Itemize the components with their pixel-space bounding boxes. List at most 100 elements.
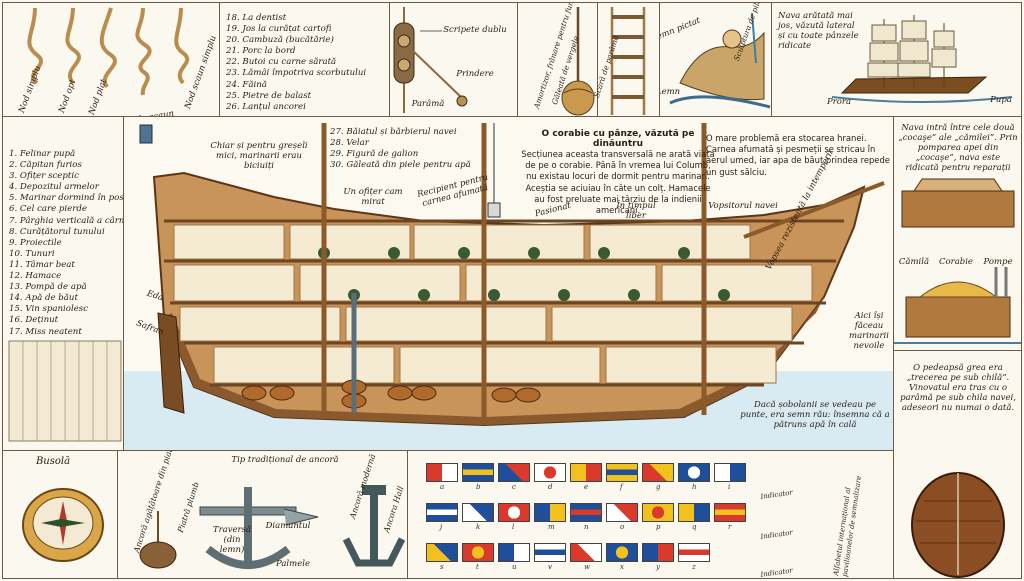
flags-label: Indicator xyxy=(760,566,794,579)
legend-item: 12. Hamace xyxy=(9,271,62,282)
ship-full-drawing xyxy=(831,15,1013,103)
legend-item: 17. Miss neatent xyxy=(9,326,82,337)
ship-label: Aici își făceau marinarii nevoile xyxy=(849,311,889,351)
caulk-caption: Nava intră între cele două „cocaşe” ale … xyxy=(898,123,1018,173)
legend-item: 1. Felinar pupă xyxy=(9,149,76,159)
signal-flag-letter: e xyxy=(584,483,589,491)
food-note: O mare problemă era stocarea hranei. Car… xyxy=(706,133,890,177)
legend-left: 1. Felinar pupă 2. Căpitan furios 3. Ofi… xyxy=(9,149,124,338)
signal-flag-g xyxy=(642,463,674,482)
anchors-drawing xyxy=(139,485,406,569)
legend-item: 22. Butoi cu carne sărată xyxy=(226,57,337,68)
signal-flag-j xyxy=(426,503,458,522)
caulk-label: Cămilă xyxy=(898,257,930,267)
legend-item: 5. Marinar dormind în post xyxy=(9,193,124,204)
signal-flag-letter: q xyxy=(692,523,697,531)
list-mid: 27. Băiatul și bărbierul navei 28. Velar… xyxy=(330,127,471,171)
signal-flag-m xyxy=(534,503,566,522)
legend-item: 24. Făină xyxy=(226,79,267,90)
legend-item: 10. Tunuri xyxy=(9,248,55,259)
intro-text: Secțiunea aceasta transversală ne arată … xyxy=(521,149,715,216)
signal-flag-p xyxy=(642,503,674,522)
signal-flag-w xyxy=(570,543,602,562)
legend-item: 18. La dentist xyxy=(226,13,287,23)
signal-flag-letter: d xyxy=(548,483,553,491)
compass-drawing xyxy=(22,488,104,562)
signal-flag-k xyxy=(462,503,494,522)
caulk-drawing xyxy=(894,178,1021,344)
figurehead-drawing xyxy=(669,12,771,109)
legend-item: 26. Lanțul ancorei xyxy=(226,101,306,112)
legend-item: 20. Cambuză (bucătărie) xyxy=(226,35,334,46)
pulley-drawing xyxy=(393,7,468,113)
signal-flag-letter: n xyxy=(584,523,589,531)
signal-flag-letter: k xyxy=(476,523,481,531)
signal-flag-letter: f xyxy=(620,483,623,491)
legend-item: 9. Proiectile xyxy=(9,237,62,248)
keelhaul-drawing xyxy=(911,472,1005,578)
signal-flag-n xyxy=(570,503,602,522)
legend-item: 2. Căpitan furios xyxy=(9,160,82,171)
ship-full-label: Pupa xyxy=(990,95,1012,105)
legend-item: 28. Velar xyxy=(330,138,369,149)
signal-flag-letter: j xyxy=(440,523,443,531)
legend-item: 23. Lămâi împotriva scorbutului xyxy=(226,68,367,79)
legend-item: 11. Tâmar beat xyxy=(9,259,75,270)
pulley-label: Scripete dublu xyxy=(443,25,507,35)
signal-flag-s xyxy=(426,543,458,562)
signal-flag-letter: z xyxy=(692,563,696,571)
intro-block: O corabie cu pânze, văzută pe dinăuntru … xyxy=(520,129,716,216)
legend-item: 13. Pompă de apă xyxy=(9,282,87,293)
signal-flag-x xyxy=(606,543,638,562)
pulley-label: Parâmă xyxy=(411,99,445,109)
signal-flag-letter: y xyxy=(656,563,660,571)
signal-flag-letter: w xyxy=(584,563,590,571)
signal-flag-letter: o xyxy=(620,523,625,531)
signal-flag-letter: u xyxy=(512,563,517,571)
pulley-label: Prindere xyxy=(456,69,494,79)
cross-section-panel: Chiar și pentru greșeli mici, marinarii … xyxy=(124,117,894,451)
legend-item: 29. Figură de galion xyxy=(330,149,419,160)
legend-item: 4. Depozitul armelor xyxy=(9,182,99,193)
figurehead-panel: Lemn pictat Lemn Sculptura de pilon xyxy=(660,2,772,117)
signal-flag-b xyxy=(462,463,494,482)
legend-item: 15. Vin spaniolesc xyxy=(9,304,89,315)
signal-flag-letter: m xyxy=(548,523,555,531)
ladder-panel xyxy=(598,2,660,117)
signal-flag-z xyxy=(678,543,710,562)
signal-flag-e xyxy=(570,463,602,482)
signal-flag-l xyxy=(498,503,530,522)
signal-flag-letter: s xyxy=(440,563,444,571)
flags-label: Alfabetul internațional al pavilioanelor… xyxy=(832,475,864,578)
signal-flag-letter: v xyxy=(548,563,552,571)
legend-item: 27. Băiatul și bărbierul navei xyxy=(330,127,457,137)
bucket-panel: Amortizor, frânare pentru funia ancorei … xyxy=(518,2,598,117)
legend-item: 14. Apă de băut xyxy=(9,293,78,304)
legend-left-panel: 1. Felinar pupă 2. Căpitan furios 3. Ofi… xyxy=(2,117,124,451)
knots-panel: Nod simplu Nod opt Nod plat Nod de scaun… xyxy=(2,2,220,117)
signal-flag-letter: r xyxy=(728,523,732,531)
signal-flag-u xyxy=(498,543,530,562)
anchors-label: Diamantul xyxy=(265,521,311,531)
bucket-drawing xyxy=(561,7,595,116)
signal-flag-o xyxy=(606,503,638,522)
compass-panel: Busolă xyxy=(2,451,118,579)
legend-item: 25. Pietre de balast xyxy=(226,90,312,101)
signal-flag-letter: t xyxy=(476,563,479,571)
list-top-panel: 18. La dentist 19. Jos la curățat cartof… xyxy=(220,2,390,117)
ship-label: Un ofițer cam mirat xyxy=(343,187,403,207)
caulk-panel: Nava intră între cele două „cocaşe” ale … xyxy=(894,117,1022,351)
ladder-label: Lemn xyxy=(660,87,681,97)
ship-label: Chiar și pentru greșeli mici, marinarii … xyxy=(210,141,308,171)
ship-full-panel: Nava arătată mai jos, văzută lateral și … xyxy=(772,2,1022,117)
legend-item: 30. Găleată din piele pentru apă xyxy=(330,160,471,171)
hammock-drawing xyxy=(8,340,122,442)
signal-flag-t xyxy=(462,543,494,562)
legend-item: 16. Deținut xyxy=(9,315,59,326)
ship-label: În timpul liber xyxy=(616,201,656,221)
signal-flag-letter: x xyxy=(620,563,624,571)
flags-label: Indicator xyxy=(760,488,794,501)
ship-label: Dacă șobolanii se vedeau pe punte, era s… xyxy=(740,400,890,430)
signal-flag-f xyxy=(606,463,638,482)
